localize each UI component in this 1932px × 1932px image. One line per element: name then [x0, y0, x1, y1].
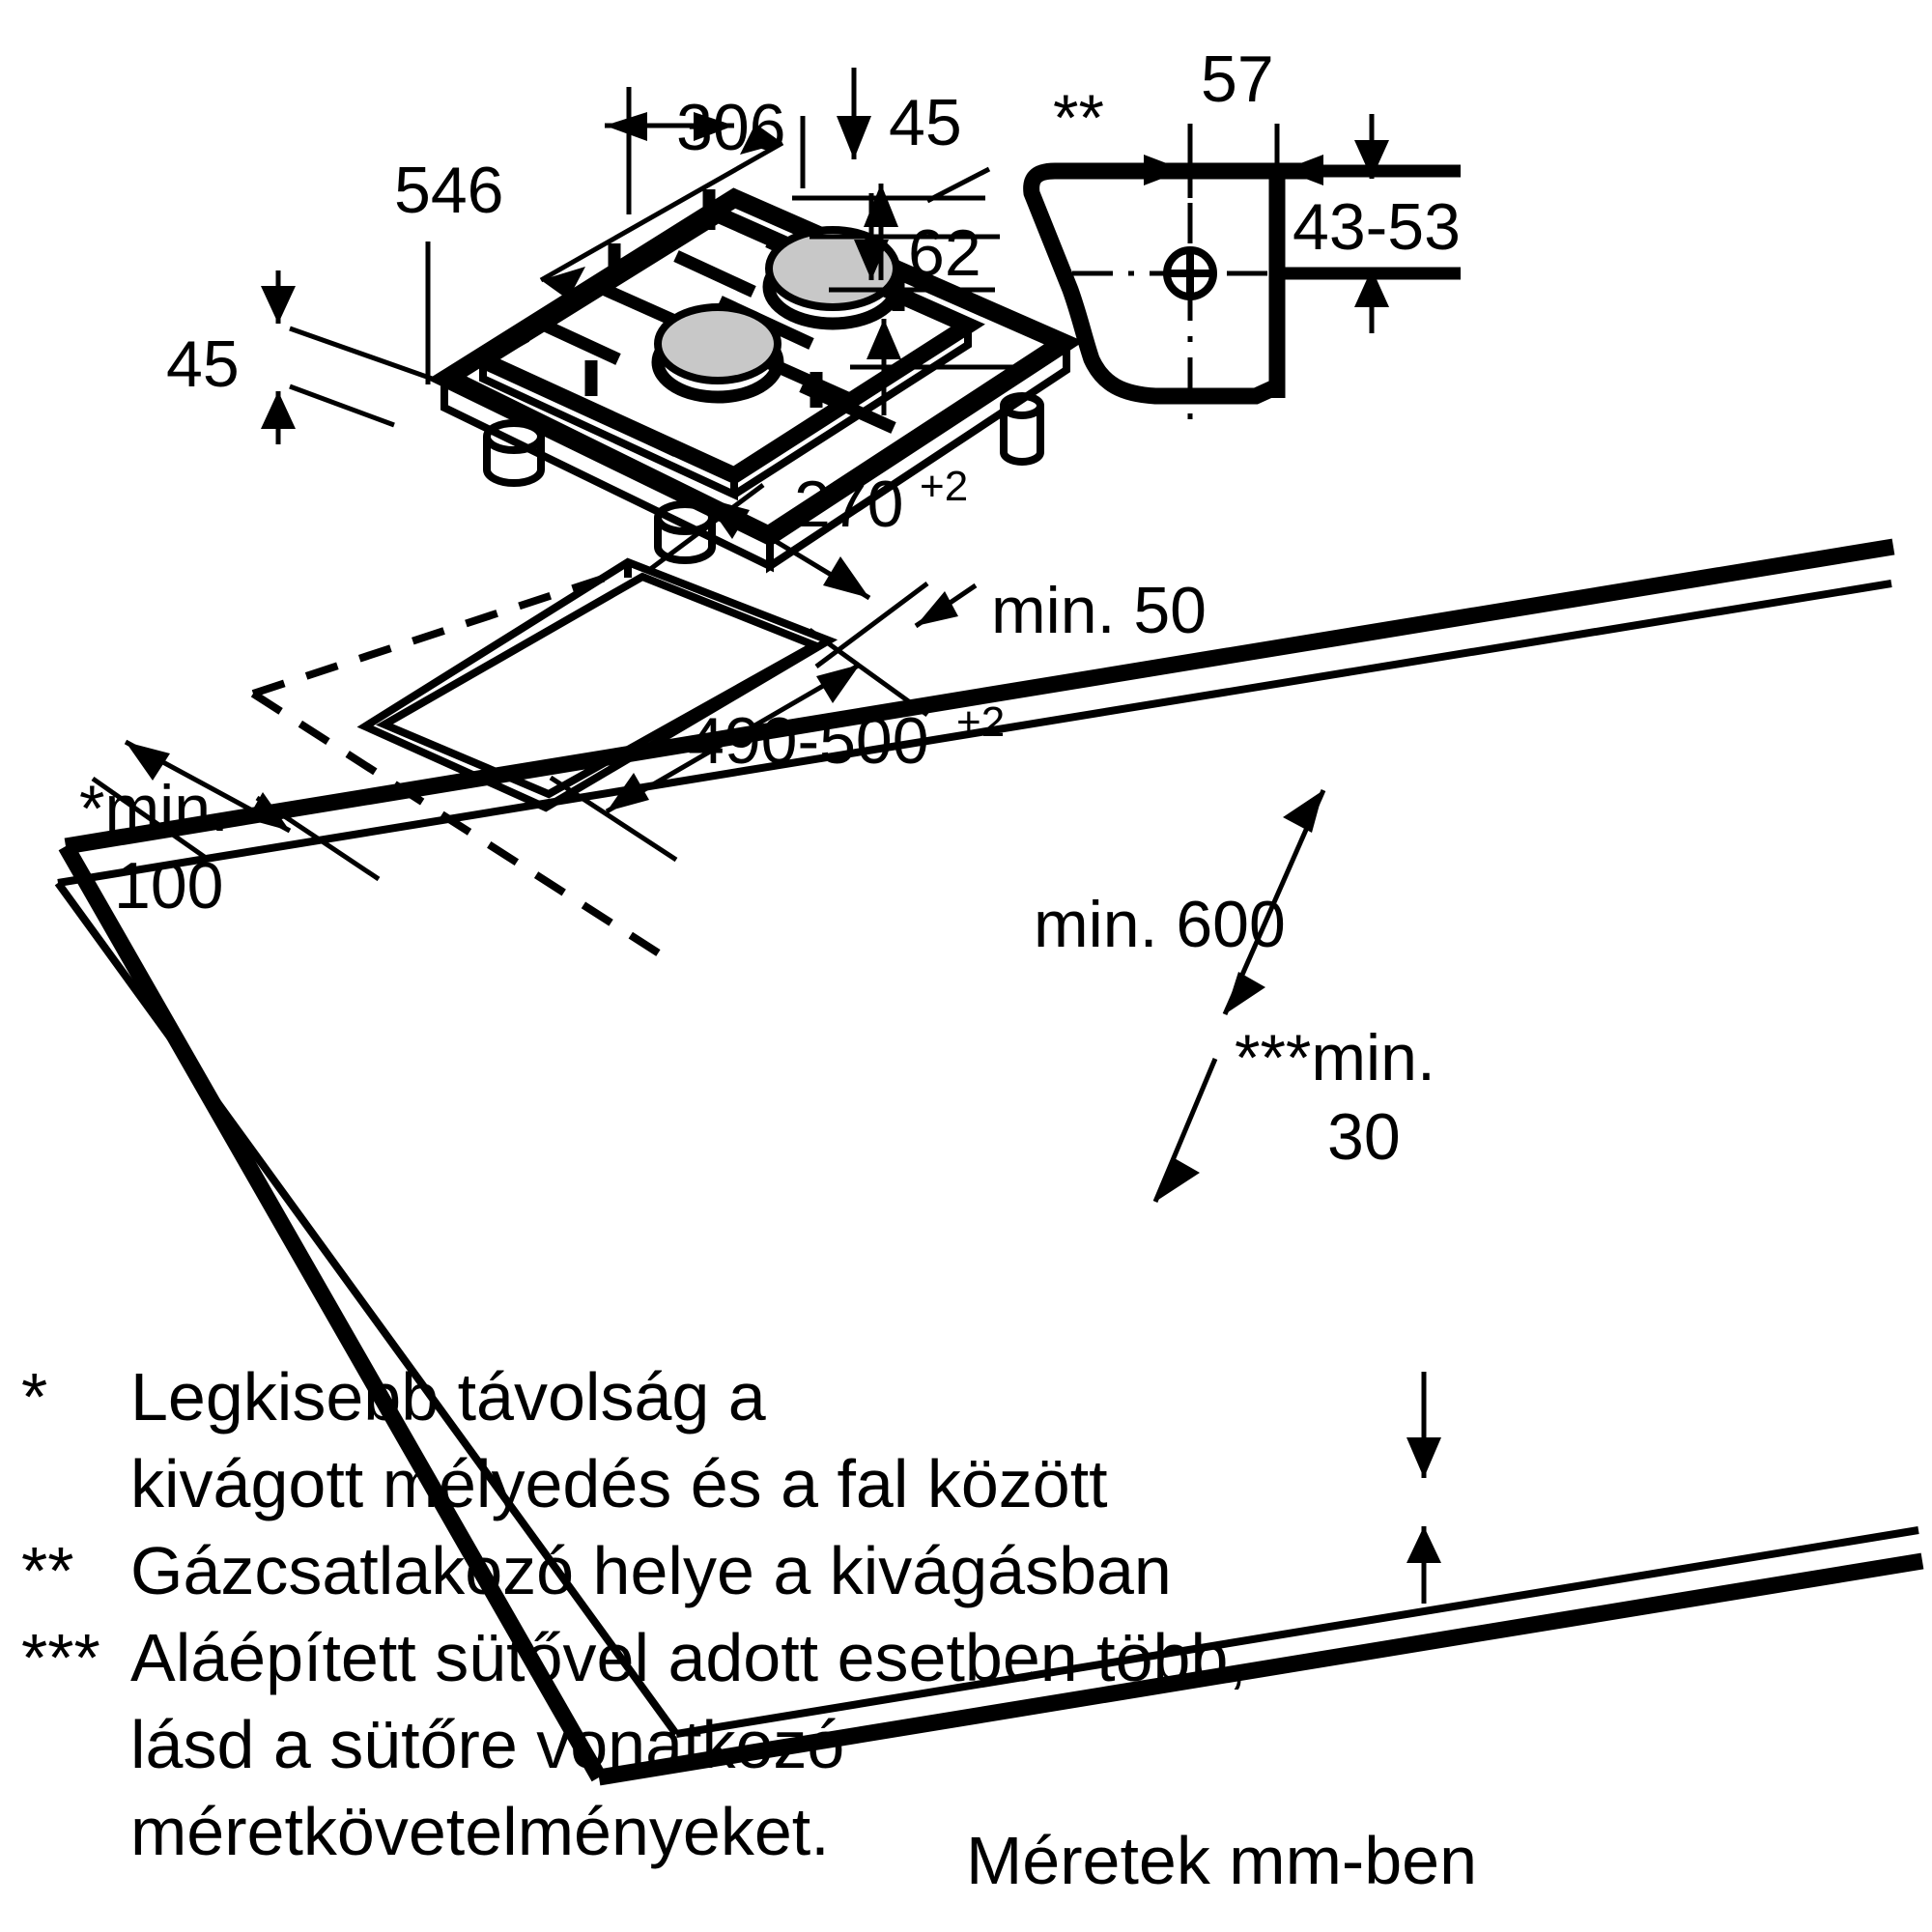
- dimension-62: 62: [829, 193, 1019, 415]
- legend-line-3c: méretkövetelményeket.: [130, 1794, 830, 1869]
- dimension-43-53: 43-53: [1293, 114, 1461, 333]
- dimension-546: 546: [394, 116, 806, 384]
- dimension-57: 57: [1092, 43, 1372, 198]
- label-min-50: min. 50: [991, 574, 1207, 647]
- label-62: 62: [908, 216, 981, 290]
- label-min-600: min. 600: [1034, 888, 1286, 961]
- gas-connection-detail: ** 57 43-53: [1023, 43, 1461, 425]
- label-306: 306: [676, 91, 785, 164]
- label-57: 57: [1201, 43, 1274, 116]
- label-546: 546: [394, 154, 503, 227]
- legend-line-1a: Legkisebb távolság a: [130, 1359, 766, 1435]
- legend-marker-1: *: [21, 1359, 47, 1435]
- label-min-30-value: 30: [1327, 1100, 1401, 1174]
- dimension-270: 270 +2: [647, 463, 968, 669]
- cutout-opening: [356, 557, 838, 812]
- label-490-500: 490-500: [688, 704, 929, 778]
- dimension-min-100: *min. 100: [79, 739, 381, 923]
- label-45-top: 45: [889, 86, 962, 159]
- legend-block: * Legkisebb távolság a kivágott mélyedés…: [21, 1359, 1477, 1898]
- legend-line-2a: Gázcsatlakozó helye a kivágásban: [130, 1533, 1172, 1608]
- legend-marker-2: **: [21, 1533, 73, 1608]
- dimension-490-500: 490-500 +2: [549, 627, 1005, 863]
- label-min-100-value: 100: [114, 849, 223, 923]
- legend-line-1b: kivágott mélyedés és a fal között: [130, 1446, 1108, 1521]
- dimension-45-left: 45: [166, 270, 455, 444]
- section-marker: **: [1053, 81, 1104, 155]
- label-270-tolerance: +2: [920, 463, 968, 510]
- worktop-cutout-view: 270 +2 min. 50 490-500 +2 *min.: [54, 463, 1924, 1786]
- gas-hob-isometric-view: 546 306 45 62: [166, 68, 1084, 574]
- dimension-min-30: ***min. 30: [1235, 1021, 1441, 1604]
- label-min-30: ***min.: [1235, 1021, 1435, 1094]
- label-270: 270: [794, 468, 903, 541]
- legend-line-3a: Aláépített sütővel adott esetben több,: [130, 1620, 1247, 1695]
- label-490-500-tolerance: +2: [956, 698, 1005, 746]
- burner-front: [651, 303, 784, 404]
- label-min-100: *min.: [79, 772, 229, 845]
- label-43-53: 43-53: [1293, 190, 1461, 264]
- legend-line-3b: lásd a sütőre vonatkozó: [130, 1707, 844, 1782]
- dimension-min-50: min. 50: [914, 574, 1207, 647]
- hob-feet: [483, 392, 1044, 564]
- label-45-left: 45: [166, 327, 240, 401]
- legend-marker-3: ***: [21, 1620, 100, 1695]
- units-note: Méretek mm-ben: [966, 1823, 1477, 1898]
- dimension-min-600: min. 600: [1034, 788, 1326, 1203]
